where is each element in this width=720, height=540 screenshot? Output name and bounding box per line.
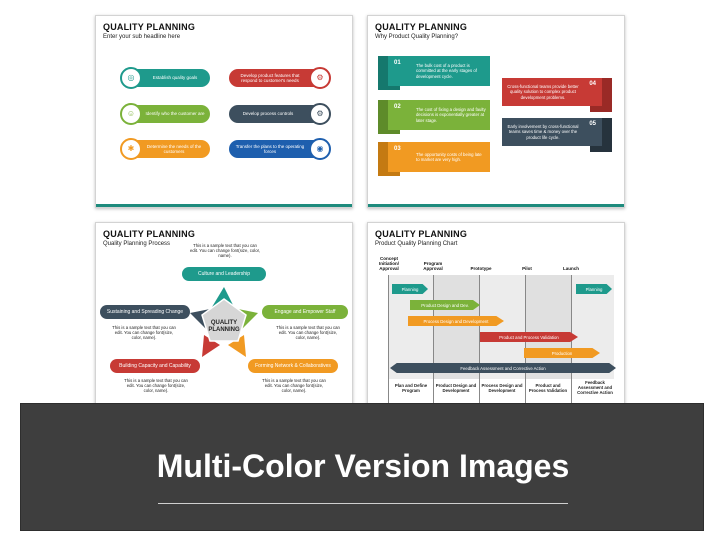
phase-footer: Product and Process Validation [528,383,568,394]
phase-header: Prototype [470,266,492,271]
list-item: Transfer the plans to the operating forc… [229,138,331,160]
sample-text: This is a sample text that you can edit.… [190,243,260,259]
controls-icon: ⚙ [309,103,331,125]
slide-thumbnail-3[interactable]: QUALITY PLANNING Quality Planning Proces… [95,222,353,415]
gantt-bar: Process Design and Development [408,316,504,326]
slide-thumbnail-1[interactable]: QUALITY PLANNING Enter your sub headline… [95,15,353,208]
gantt-column [433,275,479,379]
phase-footer: Plan and Define Program [394,383,428,394]
list-item: ◎ Establish quality goals [120,67,210,89]
slide-baseline [96,204,352,207]
gantt-bar: Planning [576,284,612,294]
slide-thumbnail-4[interactable]: QUALITY PLANNING Product Quality Plannin… [367,222,625,415]
star-diagram [190,287,258,357]
sample-text: This is a sample text that you can edit.… [262,378,326,394]
sample-text: This is a sample text that you can edit.… [276,325,340,341]
slide-thumbnail-2[interactable]: QUALITY PLANNING Why Product Quality Pla… [367,15,625,208]
banner-underline [158,503,568,504]
slide-subtitle: Enter your sub headline here [103,34,181,40]
phase-header: Pilot [522,266,532,271]
list-item: 01 The bulk cost of a product is committ… [388,56,490,86]
needs-icon: ✱ [120,138,142,160]
list-item: Develop process controls ⚙ [229,103,331,125]
step-pill: Engage and Empower Staff [262,305,348,319]
list-item: 02 The cost of fixing a design and fault… [388,100,490,130]
sample-text: This is a sample text that you can edit.… [112,325,176,341]
gantt-divider [479,275,480,405]
sample-text: This is a sample text that you can edit.… [124,378,188,394]
slide-title: QUALITY PLANNING [103,229,196,239]
step-pill: Culture and Leadership [182,267,266,281]
customer-icon: ☺ [120,103,142,125]
step-pill: Building Capacity and Capability [110,359,200,373]
gantt-bar: Product and Process Validation [480,332,578,342]
banner-title: Multi-Color Version Images [156,448,570,484]
gantt-bar: Feedback Assessment and Corrective Actio… [390,363,616,373]
gantt-divider [388,275,389,405]
slide-subtitle: Why Product Quality Planning? [375,34,459,40]
phase-footer: Process Design and Development [481,383,523,394]
slide-subtitle: Quality Planning Process [103,241,171,247]
phase-footer: Feedback Assessment and Corrective Actio… [577,380,613,396]
phase-header: Concept Initiation/ Approval [379,256,399,272]
gantt-column [525,275,571,379]
step-pill: Forming Network & Collaboratives [248,359,338,373]
slide-title: QUALITY PLANNING [375,22,468,32]
title-banner: Multi-Color Version Images [20,403,704,531]
list-item: 03 The opportunity costs of being late t… [388,142,490,172]
target-icon: ◎ [120,67,142,89]
gantt-divider [433,275,434,405]
slide-baseline [368,204,624,207]
gantt-bar: Planning [392,284,428,294]
gears-icon: ⚙ [309,67,331,89]
gantt-bar: Production [524,348,600,358]
list-item: ☺ Identify who the customer are [120,103,210,125]
phase-footer: Product Design and Development [435,383,477,394]
list-item: Develop product features that respond to… [229,67,331,89]
list-item: Early involvement by cross-functional te… [502,118,602,146]
slide-title: QUALITY PLANNING [103,22,196,32]
slide-title: QUALITY PLANNING [375,229,468,239]
phase-header: Program Approval [423,261,443,272]
list-item: Cross-functional teams provide better qu… [502,78,602,106]
slide-subtitle: Product Quality Planning Chart [375,241,458,247]
gantt-bar: Product Design and Dev. [410,300,480,310]
step-pill: Sustaining and Spreading Change [100,305,190,319]
transfer-icon: ◉ [309,138,331,160]
list-item: ✱ Determine the needs of the customers [120,138,210,160]
center-label: QUALITY PLANNING [208,320,240,334]
phase-header: Launch [562,266,579,271]
